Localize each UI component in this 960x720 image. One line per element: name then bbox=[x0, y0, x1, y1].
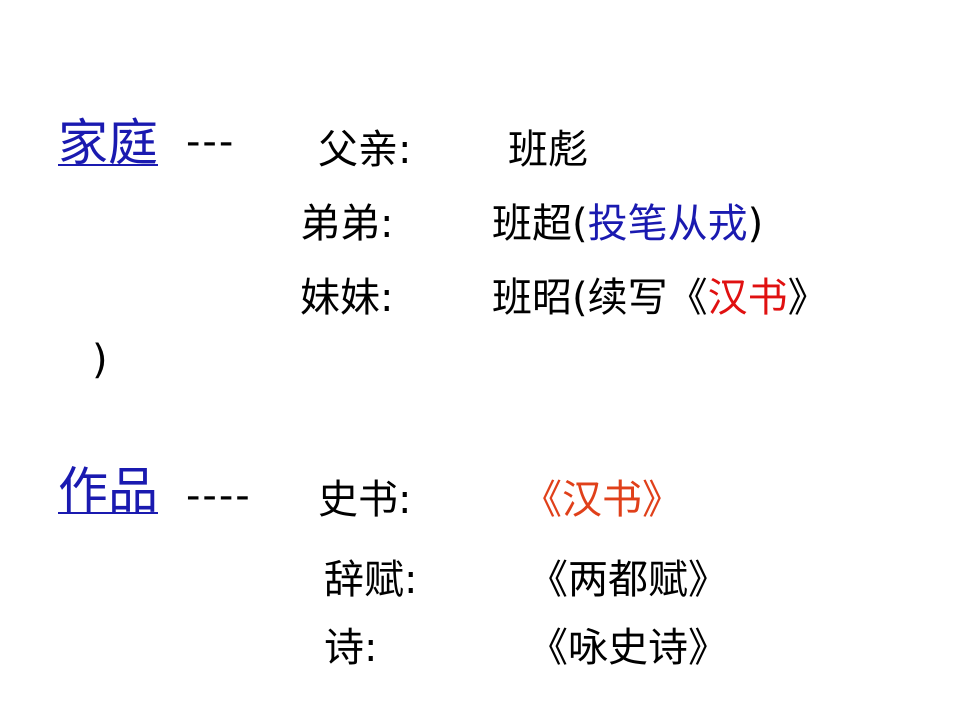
history-book: 《汉书》 bbox=[522, 477, 682, 523]
sister-name: 班昭( bbox=[492, 275, 588, 321]
family-dashes: --- bbox=[186, 119, 236, 165]
history-label: 史书: bbox=[318, 477, 412, 523]
poem-label: 诗: bbox=[324, 625, 378, 671]
brother-close-paren: ) bbox=[747, 201, 764, 247]
sister-close-quote: 》 bbox=[787, 275, 828, 321]
sister-label: 妹妹: bbox=[300, 275, 394, 321]
brother-idiom: 投笔从戎 bbox=[587, 201, 748, 247]
family-heading-link[interactable]: 家庭 bbox=[58, 114, 158, 172]
poem-title: 《咏史诗》 bbox=[528, 625, 728, 671]
works-dashes: ---- bbox=[186, 473, 252, 519]
brother-label: 弟弟: bbox=[300, 201, 394, 247]
fu-label: 辞赋: bbox=[324, 557, 418, 603]
father-name: 班彪 bbox=[508, 127, 588, 173]
works-heading-link[interactable]: 作品 bbox=[58, 462, 158, 520]
brother-entry: 班超(投笔从戎) bbox=[492, 204, 763, 244]
sister-open-quote: 《 bbox=[667, 275, 708, 321]
brother-name: 班超( bbox=[492, 201, 588, 247]
fu-title: 《两都赋》 bbox=[528, 557, 728, 603]
sister-entry: 班昭(续写《汉书》 bbox=[492, 278, 828, 318]
sister-book: 汉书 bbox=[707, 275, 788, 321]
sister-close-paren: ) bbox=[92, 337, 108, 383]
father-label: 父亲: bbox=[318, 127, 412, 173]
sister-text: 续写 bbox=[587, 275, 668, 321]
